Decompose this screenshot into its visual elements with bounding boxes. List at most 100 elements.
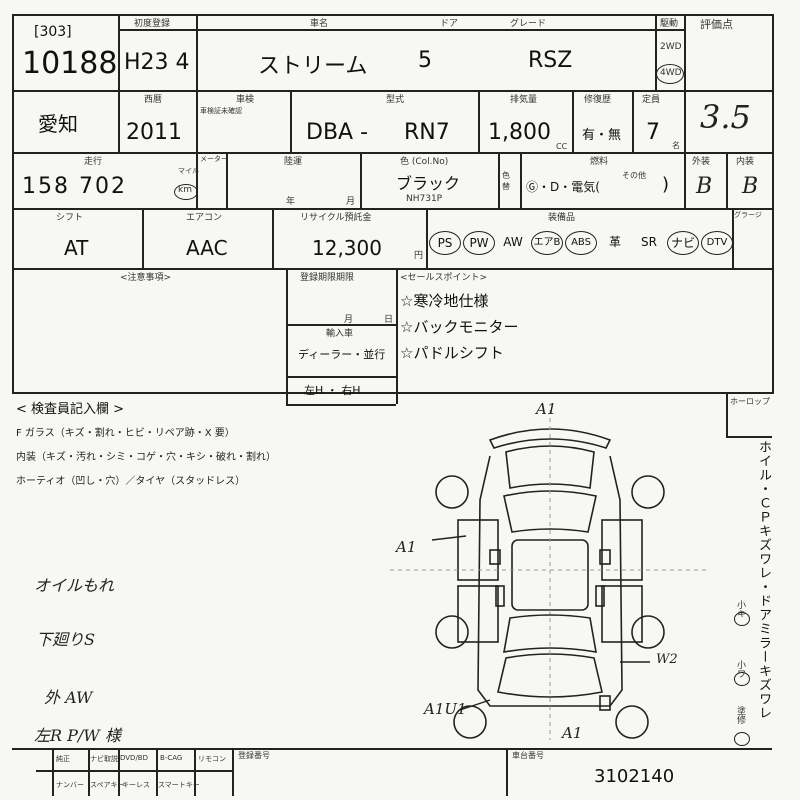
rikuun-label: 陸運 (284, 157, 303, 167)
drive-4wd-circle (656, 64, 684, 84)
bottom-table-top (12, 748, 772, 750)
row1-header-line (118, 29, 684, 31)
color-code: NH731P (406, 194, 443, 204)
history: 有・無 (582, 128, 622, 143)
recycle-label: リサイクル預託金 (300, 213, 372, 223)
lot-box: [303] (34, 24, 72, 40)
score: 3.5 (700, 98, 751, 136)
equipment-7: ナビ (667, 231, 699, 255)
sales-point-2: ☆バックモニター (400, 318, 519, 336)
option2-3: キーレス (122, 781, 150, 789)
row2-bottom (12, 152, 772, 154)
exterior-label: 外装 (692, 157, 711, 167)
option-5: リモコン (198, 755, 226, 763)
divider (632, 90, 634, 152)
divider (520, 152, 522, 208)
equipment-4: ABS (565, 231, 597, 255)
divider (426, 208, 428, 268)
grade: RSZ (528, 48, 573, 73)
sales-point-3: ☆パドルシフト (400, 344, 504, 362)
divider (156, 748, 158, 796)
side-mark-circle-2 (734, 672, 750, 686)
divider (396, 268, 398, 404)
option-3: DVD/BD (120, 754, 148, 762)
side-top-label: ホーロップ (730, 397, 770, 406)
recycle: 12,300 (312, 236, 382, 260)
divider (732, 208, 734, 268)
side-mark-circle-1 (734, 612, 750, 626)
year: 2011 (126, 120, 182, 145)
handwritten-note-4: 左R P/W 様 (34, 726, 121, 745)
notes-line (286, 404, 396, 406)
model-name-label: 車名 (310, 19, 329, 29)
divider (52, 748, 54, 796)
deadline-label: 登録期限期限 (300, 273, 355, 283)
equipment-0: PS (429, 231, 461, 255)
grade-label: グレード (510, 19, 547, 29)
side-vertical-text: ホイル・ＣＰキズワレ・ドアミラーキズワレ (756, 440, 771, 720)
steering: 左H ・ 右H (304, 384, 361, 397)
doors: 5 (418, 48, 432, 73)
divider (572, 90, 574, 152)
car-diagram (390, 410, 710, 740)
row4-bottom (12, 268, 772, 270)
equipment-6: SR (641, 235, 657, 249)
cc-unit: CC (556, 142, 568, 151)
equipment-1: PW (463, 231, 495, 255)
mileage-unit: km (178, 185, 192, 195)
recycle-unit: 円 (414, 251, 424, 261)
registration-label: 初度登録 (134, 19, 171, 29)
divider (684, 152, 686, 208)
exterior: B (696, 174, 713, 199)
fuel-other: その他 (622, 171, 646, 180)
divider (498, 152, 500, 208)
divider (726, 152, 728, 208)
inspector-title: < 検査員記入欄 > (16, 402, 125, 417)
divider (655, 14, 657, 90)
damage-mark-right: W2 (656, 652, 678, 667)
side-mark-2: 小ワ (735, 660, 745, 678)
frame-right (772, 14, 774, 394)
damage-mark-front: A1 (536, 400, 557, 418)
km-circle (174, 184, 198, 200)
registration-value: H23 4 (124, 50, 190, 75)
model-name: ストリーム (258, 54, 368, 79)
equipment-5: 革 (608, 235, 621, 249)
inspection-note: 車検証未確認 (200, 107, 242, 115)
capacity: 7 (646, 120, 660, 145)
divider (118, 14, 120, 90)
score-label: 評価点 (700, 18, 733, 31)
interior: B (742, 174, 759, 199)
side-mark-3: 塗修 (735, 706, 745, 724)
divider (684, 14, 686, 90)
divider (272, 208, 274, 268)
divider (478, 90, 480, 152)
divider (142, 208, 144, 268)
sales-label: <セールスポイント> (400, 273, 488, 283)
notes-day: 日 (384, 315, 394, 325)
year-unit: 年 (286, 197, 296, 207)
inspector-line-3: ホーティオ（凹し・穴）／タイヤ（スタッドレス） (16, 476, 246, 487)
divider (196, 152, 198, 208)
equipment-label: 装備品 (548, 213, 576, 223)
aircon: AAC (186, 236, 228, 260)
option-1: 純正 (56, 755, 70, 763)
mileage-unit-alt: マイル (178, 167, 199, 175)
row1-bottom (12, 90, 772, 92)
shift-label: シフト (56, 213, 84, 223)
handwritten-note-1: オイルもれ (34, 576, 115, 595)
fuel: Ⓖ・D・電気( (526, 180, 600, 194)
caution-label: <注意事項> (120, 273, 172, 283)
frame-left (12, 14, 14, 394)
option2-4: スマートキー (158, 781, 200, 789)
bottom-mid-line (36, 770, 232, 772)
color-change: 色替 (502, 171, 510, 191)
equipment-3: エアB (531, 231, 563, 255)
side-column-top (726, 436, 772, 438)
handwritten-note-3: 外 AW (44, 688, 93, 707)
divider (194, 748, 196, 796)
frame-top (12, 14, 772, 16)
inspector-line-1: F ガラス（キズ・割れ・ヒビ・リペア跡・X 要） (16, 428, 235, 439)
notes-month: 月 (344, 315, 354, 325)
divider (286, 268, 288, 404)
